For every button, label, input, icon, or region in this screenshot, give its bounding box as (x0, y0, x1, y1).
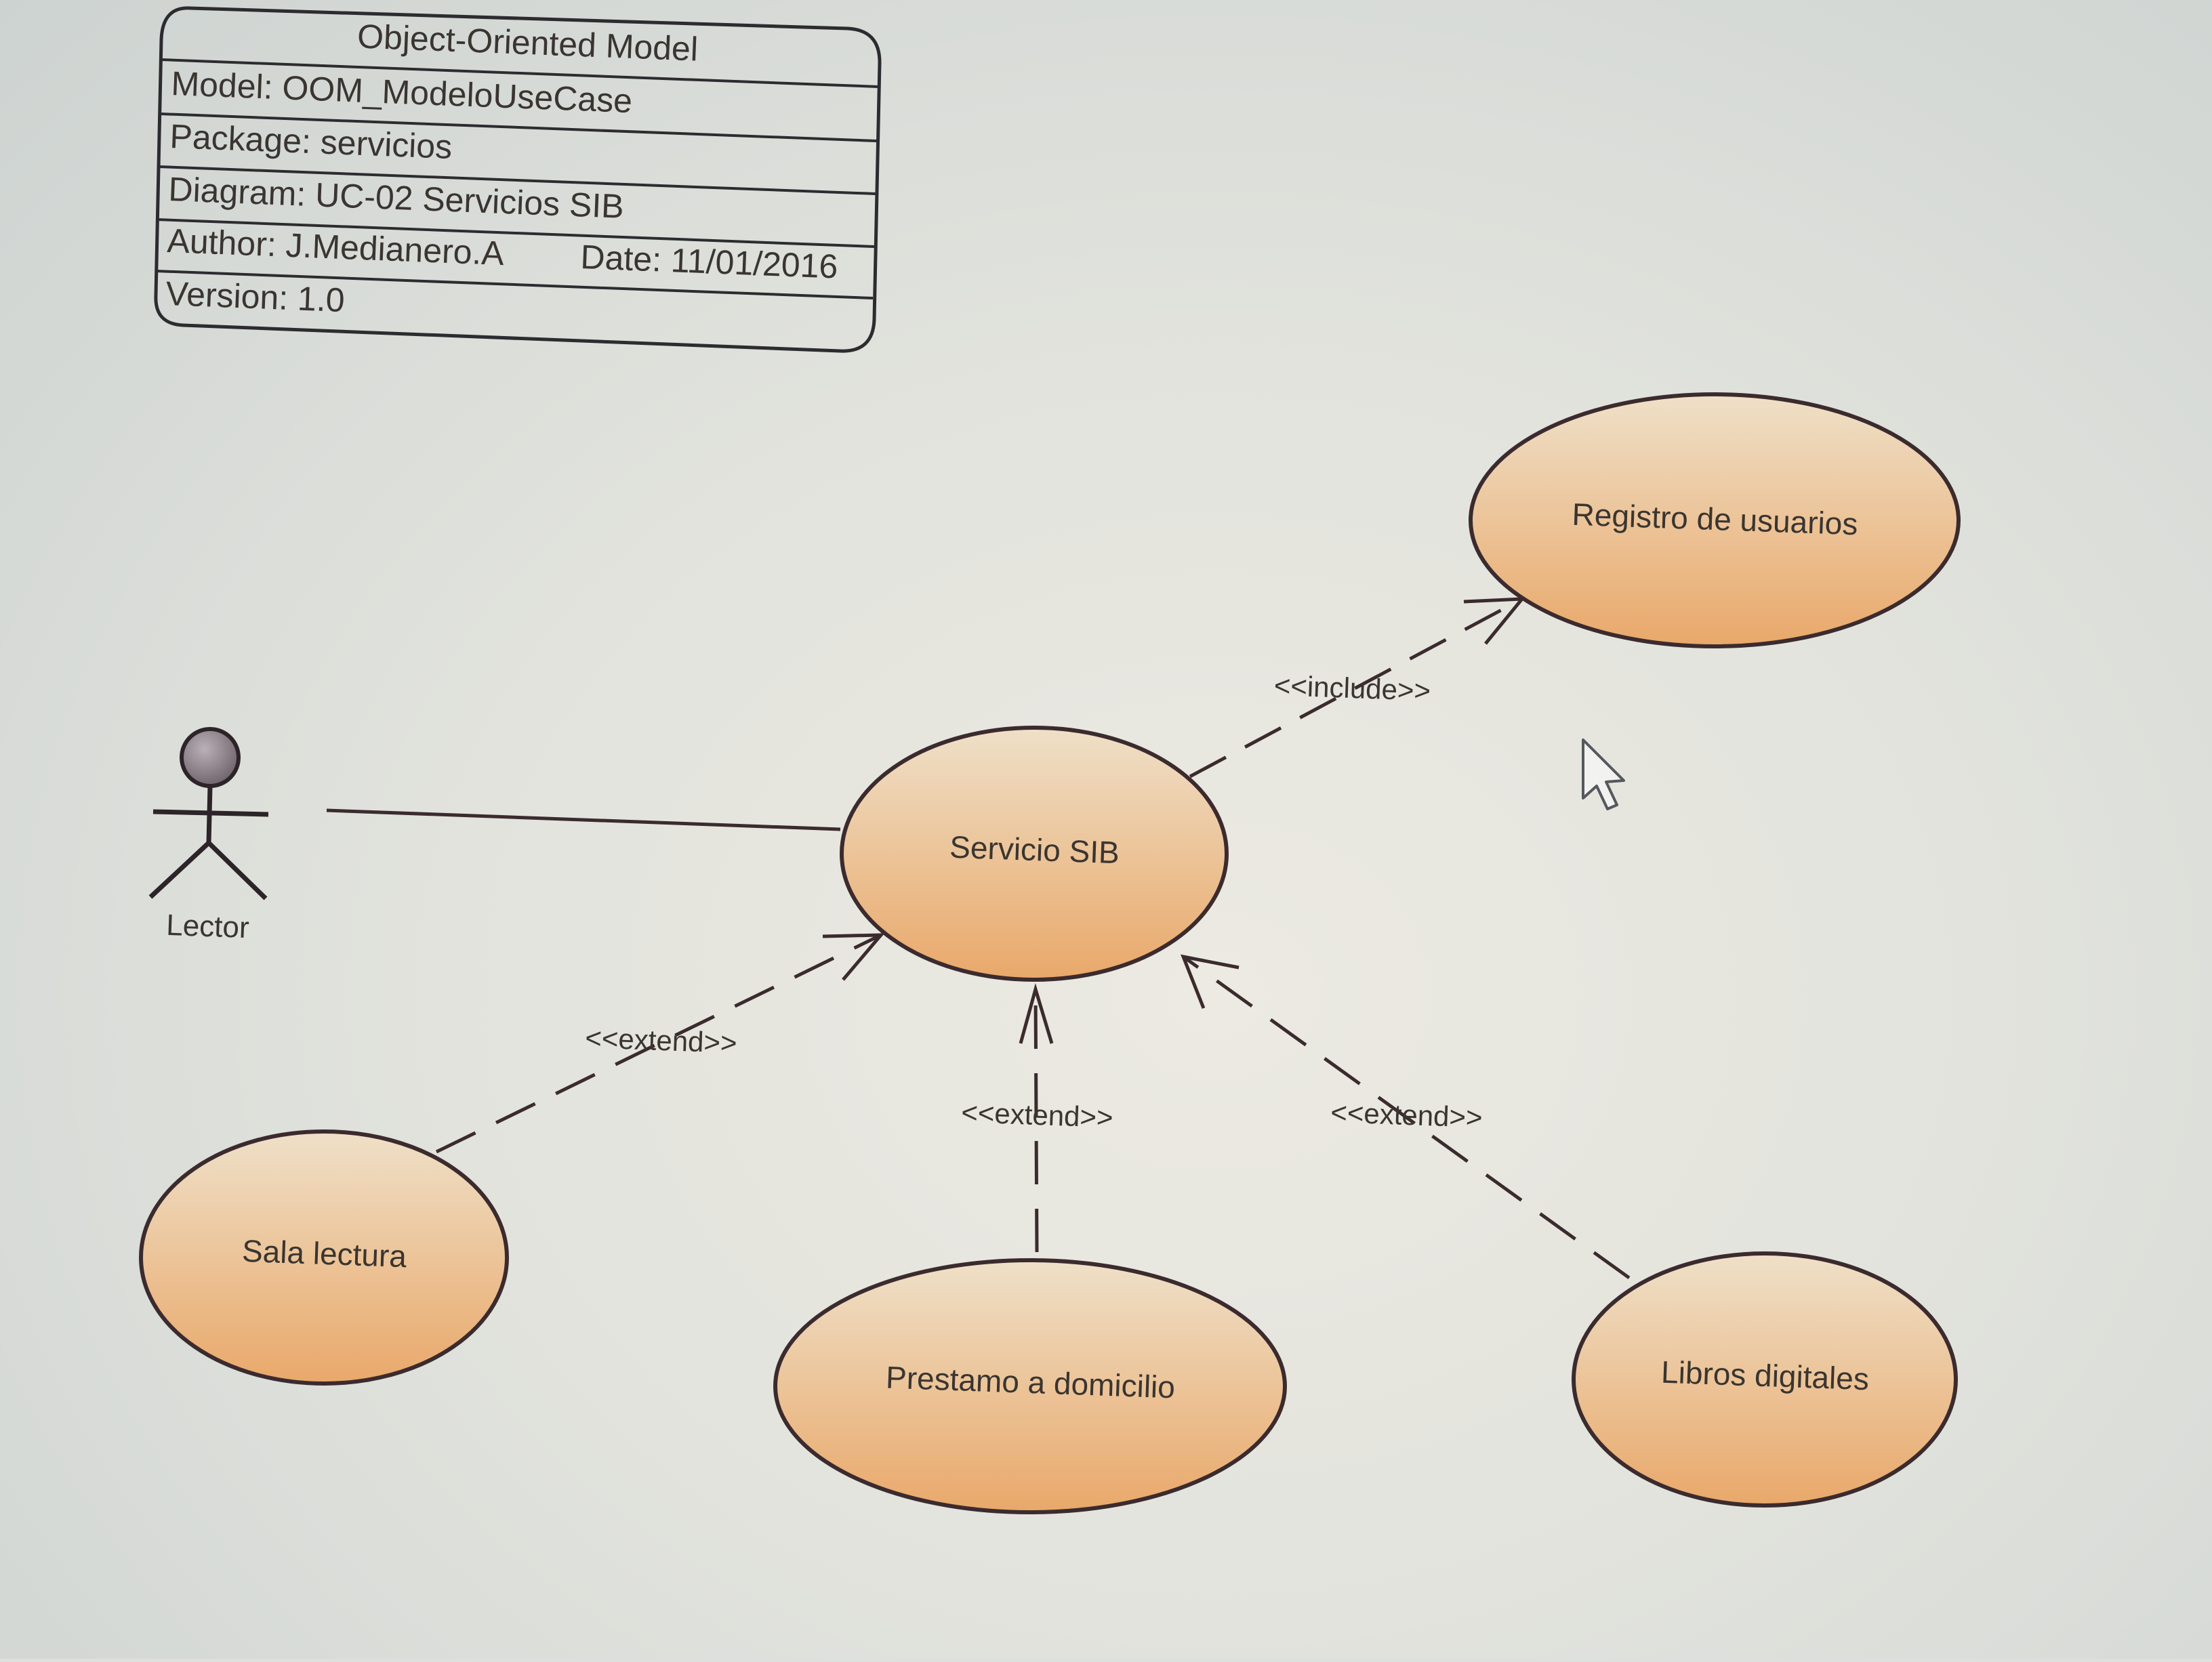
model-info-frame: Object-Oriented Model Model: OOM_ModeloU… (154, 6, 882, 353)
usecase-servicio-sib[interactable]: Servicio SIB (840, 726, 1229, 982)
actor-lector[interactable]: Lector (148, 727, 269, 944)
frame-divider (157, 218, 875, 248)
actor-arms (152, 809, 269, 817)
include-arrowhead (1463, 597, 1526, 645)
usecase-sala-lectura[interactable]: Sala lectura (139, 1129, 509, 1386)
extend-label: <<extend>> (1330, 1096, 1483, 1134)
usecase-label: Servicio SIB (949, 829, 1120, 871)
frame-divider (155, 270, 874, 299)
usecase-label: Sala lectura (241, 1233, 407, 1274)
extend-arrowhead (822, 933, 885, 981)
frame-divider (158, 165, 876, 195)
extend-relation-libros: <<extend>> (1180, 954, 1631, 1280)
frame-model: Model: OOM_ModeloUseCase (171, 64, 633, 120)
frame-version: Version: 1.0 (165, 274, 346, 319)
extend-relation-sala: <<extend>> (435, 933, 885, 1154)
actor-head (180, 727, 241, 788)
usecase-shape[interactable] (1469, 392, 1961, 648)
include-line (1189, 597, 1523, 778)
extend-line (1033, 989, 1039, 1253)
mouse-cursor-icon (1582, 739, 1625, 810)
usecase-shape[interactable] (773, 1258, 1287, 1514)
include-relation: <<include>> (1189, 597, 1526, 778)
usecase-label: Libros digitales (1660, 1354, 1869, 1397)
extend-relation-prestamo: <<extend>> (961, 982, 1114, 1253)
frame-title: Object-Oriented Model (356, 17, 699, 68)
extend-line (435, 933, 882, 1154)
frame-border (154, 6, 882, 353)
usecase-prestamo-domicilio[interactable]: Prestamo a domicilio (773, 1258, 1287, 1514)
include-label: <<include>> (1273, 669, 1431, 707)
actor-leg-left (148, 841, 211, 899)
actor-label: Lector (166, 909, 250, 944)
association-line (326, 808, 841, 831)
usecase-registro-usuarios[interactable]: Registro de usuarios (1469, 392, 1961, 648)
usecase-shape[interactable] (139, 1129, 509, 1386)
usecase-libros-digitales[interactable]: Libros digitales (1572, 1251, 1958, 1508)
extend-arrowhead (1019, 982, 1054, 1044)
extend-label: <<extend>> (585, 1022, 738, 1059)
frame-divider (159, 112, 878, 142)
extend-arrowhead (1180, 954, 1240, 1009)
extend-label: <<extend>> (961, 1096, 1114, 1134)
frame-divider (161, 58, 879, 88)
usecase-shape[interactable] (840, 726, 1229, 982)
actor-leg-right (207, 841, 268, 900)
frame-diagram: Diagram: UC-02 Servicios SIB (168, 170, 625, 226)
usecase-shape[interactable] (1572, 1251, 1958, 1508)
extend-line (1182, 955, 1631, 1280)
frame-author: Author: J.Medianero.A (167, 222, 506, 272)
